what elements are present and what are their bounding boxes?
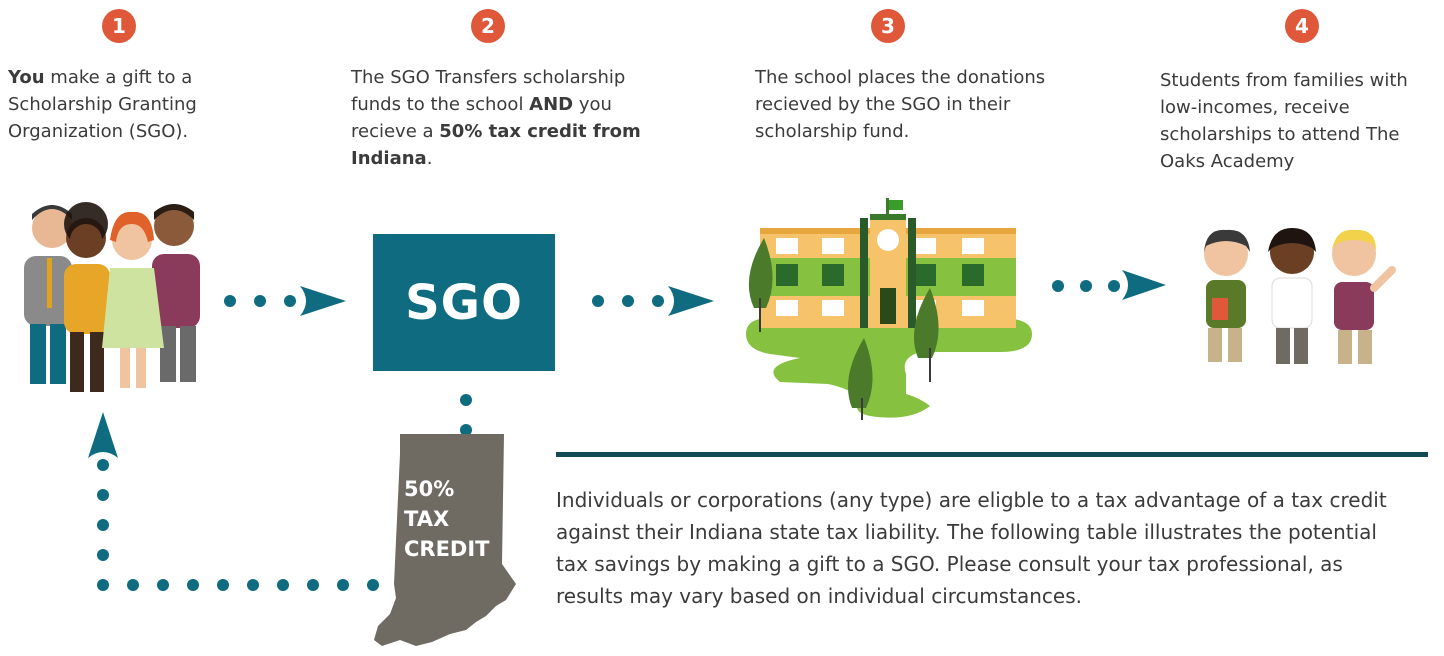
flow-dot [127, 579, 139, 591]
flow-dot [157, 579, 169, 591]
step-2-end: . [426, 148, 433, 169]
arrowhead-up-icon [88, 412, 118, 458]
step-4-text: Students from families with low-incomes,… [1160, 70, 1408, 172]
indiana-label-line-3: CREDIT [404, 537, 490, 561]
flow-dot [284, 295, 296, 307]
flow-dot [307, 579, 319, 591]
indiana-label-line-1: 50% [404, 477, 455, 501]
step-1-rest: make a gift to a Scholarship Granting Or… [8, 67, 197, 142]
tax-credit-description: Individuals or corporations (any type) a… [556, 488, 1387, 608]
flow-dot [1080, 280, 1092, 292]
arrowhead-icon [300, 286, 346, 316]
section-divider [556, 452, 1428, 457]
step-2-part1: The SGO Transfers scholarship funds to t… [351, 67, 626, 115]
flow-dot [247, 579, 259, 591]
step-1-bold: You [8, 67, 45, 88]
indiana-state-icon [374, 434, 516, 646]
step-3-badge: 3 [871, 9, 905, 43]
sgo-box: SGO [373, 234, 555, 371]
flow-dot [254, 295, 266, 307]
flow-dot [97, 549, 109, 561]
step-1-text: You make a gift to a Scholarship Grantin… [8, 64, 238, 145]
step-4-badge: 4 [1285, 9, 1319, 43]
flow-dot [652, 295, 664, 307]
flow-dot [1108, 280, 1120, 292]
flow-dot [592, 295, 604, 307]
flow-dot [1052, 280, 1064, 292]
step-2-bold2: 50% tax credit from Indiana [351, 121, 641, 169]
flow-dot [337, 579, 349, 591]
flow-dot [460, 394, 472, 406]
arrowhead-icon [668, 286, 714, 316]
step-2-badge: 2 [471, 9, 505, 43]
step-2-part2: you recieve a [351, 94, 612, 142]
step-2-bold1: AND [529, 94, 574, 115]
flow-dot [277, 579, 289, 591]
arrowhead-icon [1122, 270, 1166, 300]
flow-dot [97, 579, 109, 591]
flow-dot [224, 295, 236, 307]
flow-dot [97, 519, 109, 531]
school-building-icon [746, 198, 1032, 420]
step-3-text: The school places the donations recieved… [755, 67, 1046, 142]
indiana-tax-credit-label: 50% TAX CREDIT [404, 474, 490, 564]
flow-dot [622, 295, 634, 307]
flow-dot [217, 579, 229, 591]
flow-dot [460, 424, 472, 436]
flow-dot [97, 489, 109, 501]
indiana-label-line-2: TAX [404, 507, 450, 531]
flow-dot [367, 579, 379, 591]
students-group-icon [1204, 228, 1396, 364]
donors-group-icon [24, 202, 200, 392]
flow-dot [187, 579, 199, 591]
flow-dot [97, 459, 109, 471]
step-2-text: The SGO Transfers scholarship funds to t… [351, 64, 651, 172]
step-1-badge: 1 [102, 9, 136, 43]
